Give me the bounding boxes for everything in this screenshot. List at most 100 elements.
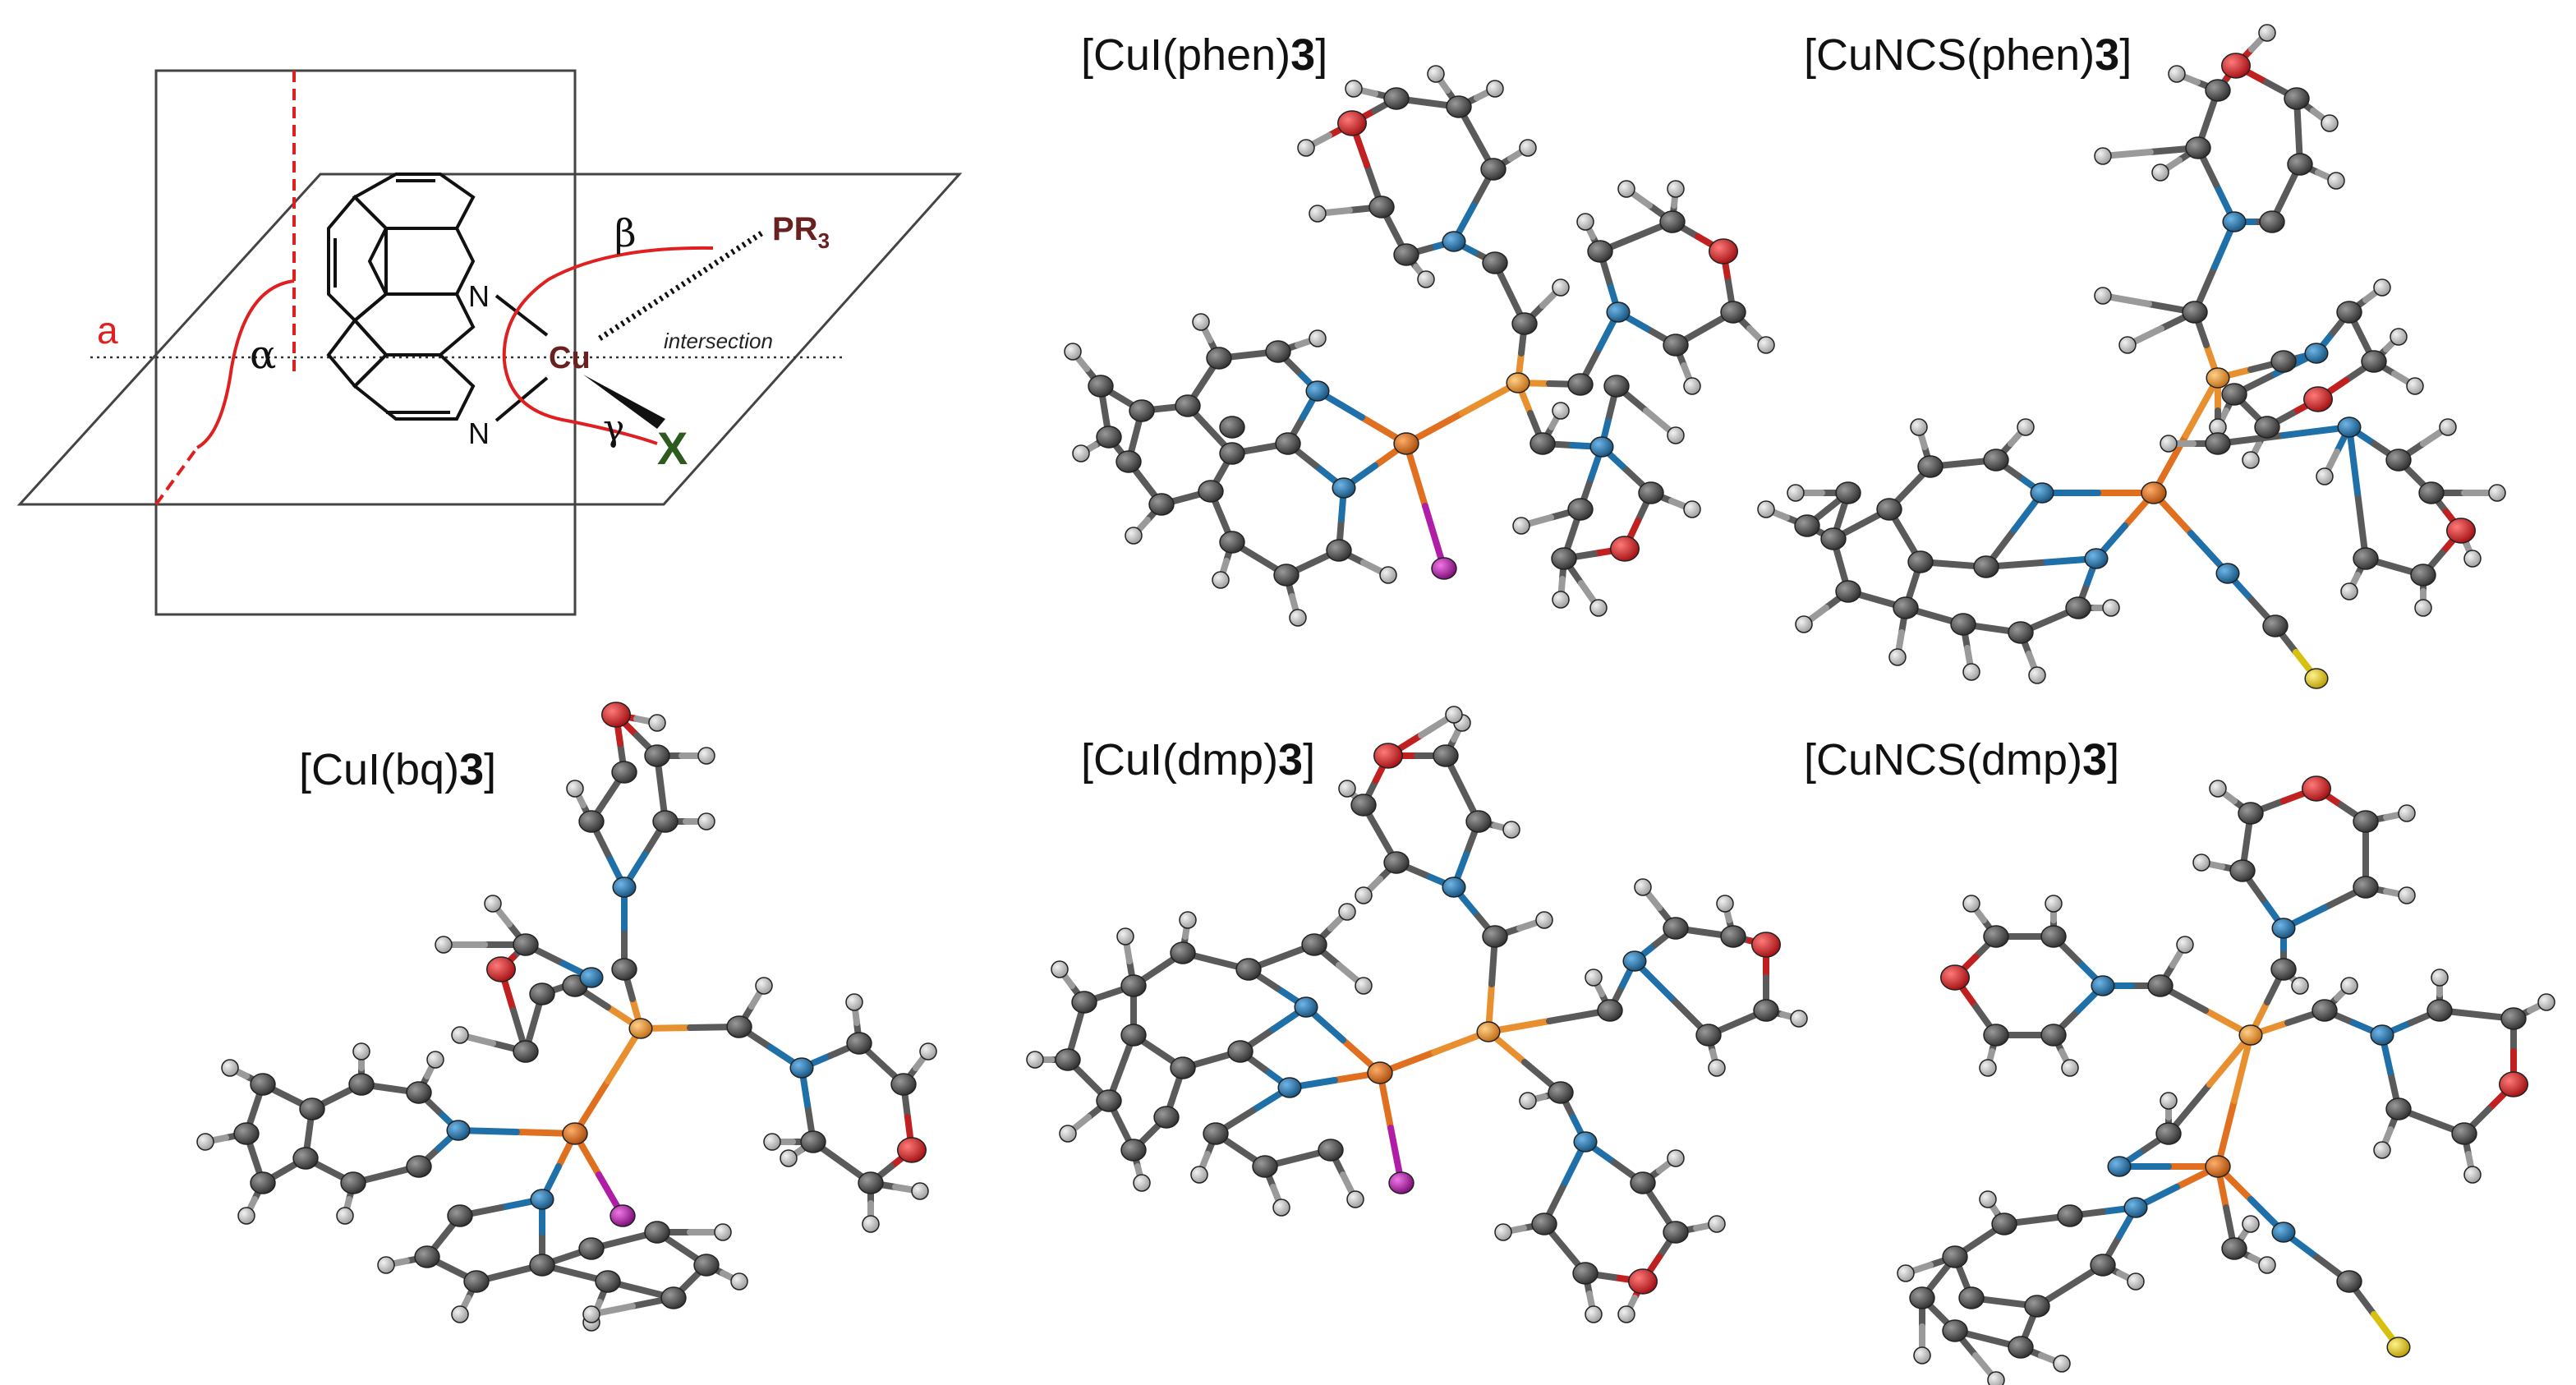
title-prefix: [CuI(phen) — [1081, 30, 1291, 80]
hydrogen-atom — [1683, 500, 1701, 518]
molecule-cuncs-dmp — [1897, 775, 2555, 1385]
hydrogen-atom — [1617, 1305, 1635, 1323]
hydrogen-atom — [2160, 435, 2178, 453]
angle-alpha-label: α — [250, 332, 276, 378]
hydrogen-atom — [1289, 609, 1307, 627]
hydrogen-atom — [1716, 895, 1734, 913]
oxygen-atom — [2221, 53, 2251, 79]
hydrogen-atom — [1512, 517, 1530, 535]
title-suffix: ] — [2107, 735, 2120, 785]
hydrogen-atom — [1309, 205, 1327, 223]
carbon-atom — [1983, 1024, 2009, 1047]
hydrogen-atom — [2160, 1092, 2178, 1110]
carbon-atom — [1055, 1048, 1081, 1071]
nitrogen-atom — [2030, 482, 2054, 504]
carbon-atom — [2090, 1254, 2116, 1277]
hydrogen-atom — [862, 1215, 880, 1233]
hydrogen-atom — [1051, 960, 1069, 978]
hydrogen-atom — [2537, 993, 2555, 1011]
hydrogen-atom — [1552, 591, 1570, 609]
carbon-atom — [1433, 744, 1459, 767]
nitrogen-atom — [530, 1189, 554, 1210]
carbon-atom — [2040, 1024, 2067, 1047]
carbon-atom — [1446, 95, 1472, 118]
title-suffix: ] — [1315, 30, 1328, 80]
hydrogen-atom — [196, 1133, 214, 1151]
hydrogen-atom — [1519, 1092, 1537, 1110]
carbon-atom — [726, 1015, 752, 1038]
carbon-atom — [1383, 851, 1410, 874]
hydrogen-atom — [2258, 24, 2276, 42]
carbon-atom — [858, 1171, 884, 1194]
carbon-atom — [1531, 1212, 1557, 1235]
hydrogen-atom — [1708, 1215, 1726, 1233]
carbon-atom — [652, 810, 678, 833]
hydrogen-atom — [1502, 821, 1520, 839]
carbon-atom — [1175, 394, 1201, 417]
nitrogen-atom — [2271, 1222, 2296, 1243]
carbon-atom — [693, 1254, 720, 1277]
hydrogen-atom — [1445, 706, 1463, 724]
carbon-atom — [2500, 1007, 2527, 1030]
hydrogen-atom — [1552, 402, 1570, 420]
hydrogen-atom — [1888, 648, 1907, 666]
carbon-atom — [890, 1073, 917, 1096]
carbon-atom — [1326, 539, 1352, 562]
carbon-atom — [1638, 481, 1664, 504]
oxygen-atom — [601, 702, 631, 728]
carbon-atom — [1695, 1024, 1722, 1047]
hydrogen-atom — [2102, 599, 2120, 617]
hydrogen-atom — [1297, 139, 1315, 157]
hydrogen-atom — [1355, 977, 1373, 995]
oxygen-atom — [1628, 1268, 1658, 1295]
copper-atom — [1367, 1061, 1393, 1084]
carbon-atom — [1663, 334, 1689, 357]
carbon-atom — [1071, 991, 1097, 1014]
title-bold: 3 — [2095, 30, 2120, 80]
hydrogen-atom — [377, 1256, 395, 1274]
hydrogen-atom — [1585, 969, 1603, 987]
hydrogen-atom — [730, 1272, 748, 1291]
carbon-atom — [1170, 1056, 1196, 1079]
carbon-atom — [1120, 974, 1147, 997]
hydrogen-atom — [1116, 927, 1134, 946]
hydrogen-atom — [451, 1026, 469, 1044]
carbon-atom — [1907, 550, 1934, 573]
nitrogen-atom — [2107, 1156, 2132, 1177]
carbon-atom — [1116, 450, 1142, 473]
hydrogen-atom — [1634, 878, 1652, 896]
phenanthroline-skeleton — [326, 173, 476, 421]
title-bold: 3 — [1278, 735, 1304, 785]
carbon-atom — [2353, 810, 2379, 833]
carbon-atom — [2205, 79, 2231, 102]
molecule-cui-phen — [1064, 65, 1775, 627]
carbon-atom — [1170, 941, 1196, 964]
oxygen-atom — [1373, 743, 1403, 769]
hydrogen-atom — [780, 1149, 798, 1167]
carbon-atom — [1973, 555, 1999, 578]
hydrogen-atom — [2094, 287, 2112, 305]
hydrogen-atom — [1987, 1371, 2005, 1385]
title-bold: 3 — [2082, 735, 2108, 785]
carbon-atom — [1203, 1122, 1229, 1145]
hydrogen-atom — [1757, 500, 1775, 518]
nitrogen-atom — [2271, 918, 2296, 939]
hydrogen-atom — [2094, 147, 2112, 165]
carbon-atom — [644, 744, 670, 767]
n-cu-bond-upper — [494, 294, 549, 337]
hydrogen-atom — [1617, 180, 1635, 198]
hydrogen-atom — [1272, 1199, 1290, 1217]
oxygen-atom — [1337, 110, 1367, 136]
hydrogen-atom — [2242, 451, 2260, 469]
hydrogen-atom — [426, 1051, 444, 1069]
carbon-atom — [1663, 917, 1689, 940]
nitrogen-atom — [2215, 563, 2240, 584]
carbon-atom — [348, 1073, 375, 1096]
hydrogen-atom — [1795, 615, 1813, 633]
hydrogen-atom — [2488, 484, 2506, 502]
oxygen-atom — [2446, 518, 2476, 544]
carbon-atom — [1096, 1089, 1122, 1112]
carbon-atom — [660, 1286, 687, 1309]
title-bold: 3 — [1290, 30, 1316, 80]
hydrogen-atom — [697, 747, 715, 765]
